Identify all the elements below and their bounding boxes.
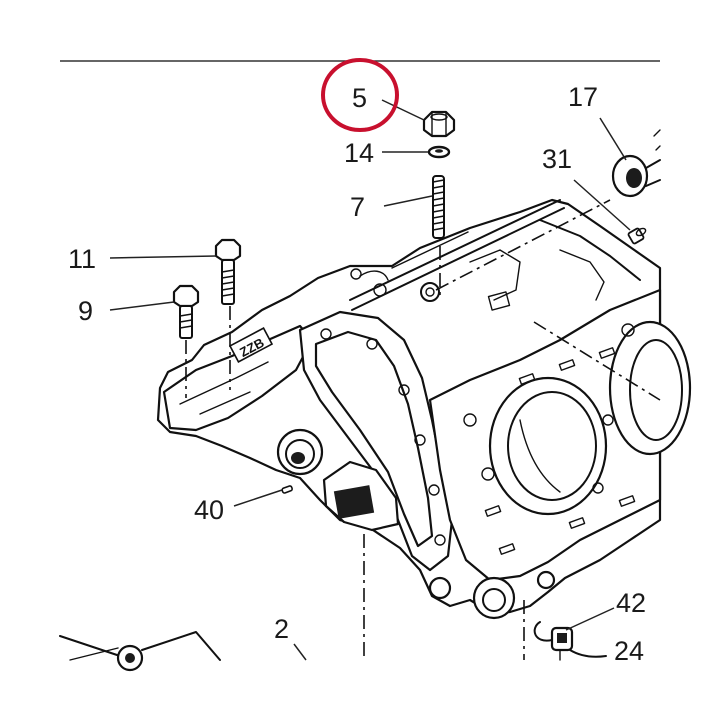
part-5-flange-nut[interactable]	[422, 110, 456, 138]
deck-slots	[484, 347, 636, 555]
part-2-components[interactable]	[59, 631, 221, 672]
bearing-boss	[276, 428, 324, 476]
leader-7	[383, 195, 433, 207]
leader-11	[109, 255, 217, 259]
leader-17	[599, 117, 627, 161]
callout-24[interactable]: 24	[614, 636, 644, 666]
part-7-stud[interactable]	[432, 175, 445, 239]
callout-9[interactable]: 9	[78, 296, 93, 326]
part-9-bolt[interactable]	[172, 284, 200, 339]
cylinder-bores	[488, 320, 692, 516]
leader-5	[381, 99, 425, 121]
deck-holes	[463, 323, 635, 494]
part-40-pin[interactable]	[281, 485, 293, 494]
part-17-sensor[interactable]	[611, 129, 661, 198]
highlight-ring-part-5	[321, 58, 399, 132]
part-14-washer[interactable]	[427, 145, 451, 159]
leader-40	[233, 489, 283, 507]
part-11-bolt[interactable]	[214, 238, 242, 305]
leader-lines	[109, 99, 631, 661]
callout-5[interactable]: 5	[352, 83, 367, 113]
center-lines	[185, 199, 661, 660]
callout-7[interactable]: 7	[350, 192, 365, 222]
leader-2	[293, 643, 307, 661]
flange-holes	[320, 328, 446, 546]
callout-42[interactable]: 42	[616, 588, 646, 618]
callout-11[interactable]: 11	[68, 244, 96, 274]
part-42-sensor[interactable]	[533, 621, 607, 661]
lower-boss	[428, 570, 556, 620]
leader-9	[109, 301, 175, 311]
callout-17[interactable]: 17	[568, 82, 598, 112]
callout-2[interactable]: 2	[274, 614, 289, 644]
callout-31[interactable]: 31	[542, 144, 572, 174]
callout-14[interactable]: 14	[344, 138, 374, 168]
part-31-dowel[interactable]	[627, 227, 647, 245]
engine-case: ZZB	[156, 198, 692, 620]
leader-42	[565, 607, 615, 631]
callout-labels: 5 14 7 11 9 17 31 40 2 42 24	[68, 82, 646, 666]
callout-40[interactable]: 40	[194, 495, 224, 525]
leader-31	[573, 179, 631, 231]
